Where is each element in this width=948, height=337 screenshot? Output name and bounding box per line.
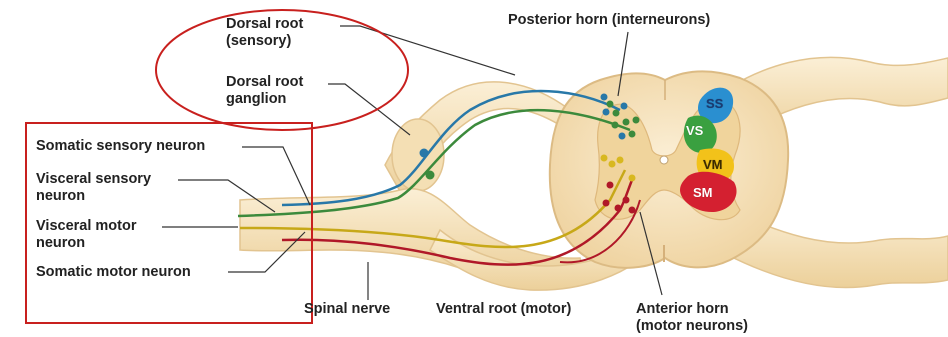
anterior-horn-label: Anterior horn (motor neurons): [636, 301, 748, 335]
ventral-root-label: Ventral root (motor): [436, 301, 571, 318]
visceral-sensory-neuron-label: Visceral sensory neuron: [36, 171, 151, 205]
dorsal-root-ganglion-label: Dorsal root ganglion: [226, 74, 303, 108]
somatic-sensory-neuron-label: Somatic sensory neuron: [36, 138, 205, 155]
zone-vm-label: VM: [703, 157, 723, 172]
posterior-horn-label: Posterior horn (interneurons): [508, 12, 710, 29]
visceral-motor-neuron-label: Visceral motor neuron: [36, 218, 136, 252]
dorsal-root-label: Dorsal root (sensory): [226, 16, 303, 50]
zone-sm-label: SM: [693, 185, 713, 200]
somatic-motor-neuron-label: Somatic motor neuron: [36, 264, 191, 281]
zone-vs-label: VS: [686, 123, 703, 138]
zone-ss-label: SS: [706, 96, 723, 111]
central-canal: [660, 156, 668, 164]
spinal-nerve-label: Spinal nerve: [304, 301, 390, 318]
